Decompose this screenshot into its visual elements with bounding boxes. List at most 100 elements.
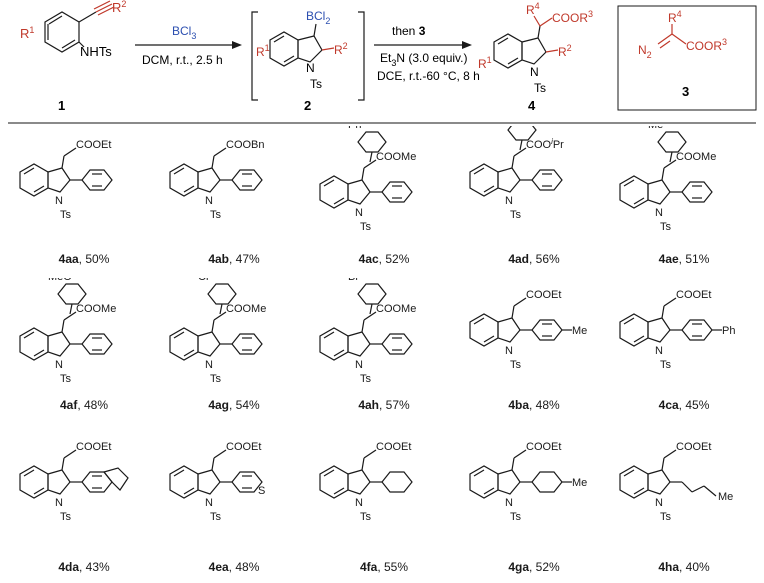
methyl-group: Me: [718, 491, 733, 503]
sm-r2: R2: [112, 0, 126, 15]
ester-group: COOBn: [226, 139, 265, 151]
ester-group: COOiPr: [526, 137, 564, 151]
prod-number: 4: [528, 98, 536, 113]
sm-nhts: NHTs: [80, 44, 112, 59]
sm-r1: R1: [20, 25, 34, 41]
aryl-substituent: Me: [648, 126, 663, 131]
ts-group: Ts: [60, 209, 72, 221]
compound-structure: N Ts COOMe Me: [619, 126, 716, 233]
compound-yield: , 47%: [229, 252, 260, 266]
aryl-substituent: MeO: [48, 278, 72, 283]
starting-material: R2 R1 NHTs 1: [20, 0, 126, 113]
indole-n: N: [505, 497, 513, 509]
indole-n: N: [355, 359, 363, 371]
ester-group: COOEt: [526, 441, 561, 453]
compound-label: 4ac, 52%: [314, 252, 454, 266]
indole-n: N: [655, 207, 663, 219]
compound-yield: , 52%: [529, 560, 560, 574]
aryl-substituent: Cl: [198, 278, 208, 283]
ester-group: COOEt: [76, 139, 111, 151]
intermediate: BCl2 R2 R1 N Ts 2: [251, 9, 365, 113]
compound-structure: NTsCOOMePh: [319, 126, 416, 233]
ester-group: COOMe: [676, 151, 716, 163]
compound-id: 4ea: [208, 560, 229, 574]
step2-base: Et3N (3.0 equiv.): [380, 51, 468, 68]
compound-label: 4ga, 52%: [464, 560, 604, 574]
compound-label: 4af, 48%: [14, 398, 154, 412]
ts-group: Ts: [60, 511, 72, 523]
int-r1: R1: [256, 43, 270, 59]
ester-group: COOEt: [676, 441, 711, 453]
compound-id: 4ah: [358, 398, 379, 412]
prod-ts: Ts: [534, 81, 546, 95]
compound-id: 4ag: [208, 398, 229, 412]
compound-id: 4ga: [508, 560, 529, 574]
compound-yield: , 48%: [77, 398, 109, 412]
reagent-number: 3: [682, 84, 689, 99]
compound-id: 4fa: [359, 560, 378, 574]
indole-n: N: [655, 497, 663, 509]
ts-group: Ts: [510, 209, 522, 221]
compound-id: 4ac: [358, 252, 379, 266]
ts-group: Ts: [210, 373, 222, 385]
compound-label: 4aa, 50%: [14, 252, 154, 266]
compound-yield: , 48%: [228, 560, 260, 574]
compound-structure: NTsCOOMeMeO: [19, 278, 116, 385]
compound-structure: N Ts COOiPr: [469, 126, 564, 221]
compound-id: 4ae: [658, 252, 679, 266]
compound-structure: N Ts COOMe Cl: [169, 278, 266, 385]
ester-group: COOEt: [226, 441, 261, 453]
compound-yield: , 50%: [78, 252, 110, 266]
compound-id: 4ad: [508, 252, 529, 266]
reaction-scheme: R2 R1 NHTs 1 BCl3 DCM, r.t., 2.5 h BCl2 …: [20, 0, 757, 113]
ts-group: Ts: [360, 511, 372, 523]
compound-yield: , 56%: [529, 252, 560, 266]
reagent-r4: R4: [668, 9, 682, 25]
thiophene-s: S: [258, 485, 265, 497]
compound-yield: , 45%: [678, 398, 710, 412]
indole-n: N: [505, 195, 513, 207]
prod-r4: R4: [526, 1, 540, 17]
sm-number: 1: [58, 98, 65, 113]
indole-n: N: [205, 359, 213, 371]
compound-yield: , 54%: [229, 398, 260, 412]
compound-id: 4ha: [658, 560, 679, 574]
compound-label: 4ca, 45%: [614, 398, 754, 412]
ester-group: COOMe: [226, 303, 266, 315]
compound-id: 4ca: [658, 398, 679, 412]
ts-group: Ts: [60, 373, 72, 385]
compound-yield: , 40%: [679, 560, 710, 574]
step2-then: then 3: [392, 24, 426, 38]
compound-yield: , 57%: [379, 398, 410, 412]
ts-group: Ts: [210, 209, 222, 221]
ts-group: Ts: [660, 221, 672, 233]
ester-group: COOMe: [376, 303, 416, 315]
ts-group: Ts: [210, 511, 222, 523]
compound-id: 4aa: [58, 252, 79, 266]
ts-group: Ts: [360, 221, 372, 233]
ester-group: COOEt: [526, 289, 561, 301]
compound-yield: , 55%: [377, 560, 409, 574]
compound-structure: NTsCOOMeBr: [319, 278, 416, 385]
step2-conditions: DCE, r.t.-60 °C, 8 h: [377, 69, 480, 83]
prod-r1: R1: [478, 55, 492, 71]
arrow-step2: then 3 Et3N (3.0 equiv.) DCE, r.t.-60 °C…: [374, 24, 480, 83]
indole-n: N: [55, 359, 63, 371]
reagent-box: R4 N2 COOR3 3: [617, 5, 757, 111]
indole-n: N: [655, 345, 663, 357]
section-divider: [8, 122, 756, 124]
ts-group: Ts: [360, 373, 372, 385]
aryl-substituent: Ph: [348, 126, 361, 131]
compound-label: 4ae, 51%: [614, 252, 754, 266]
para-substituent: Ph: [722, 325, 735, 337]
para-substituent: Me: [572, 325, 587, 337]
ester-group: COOEt: [376, 441, 411, 453]
